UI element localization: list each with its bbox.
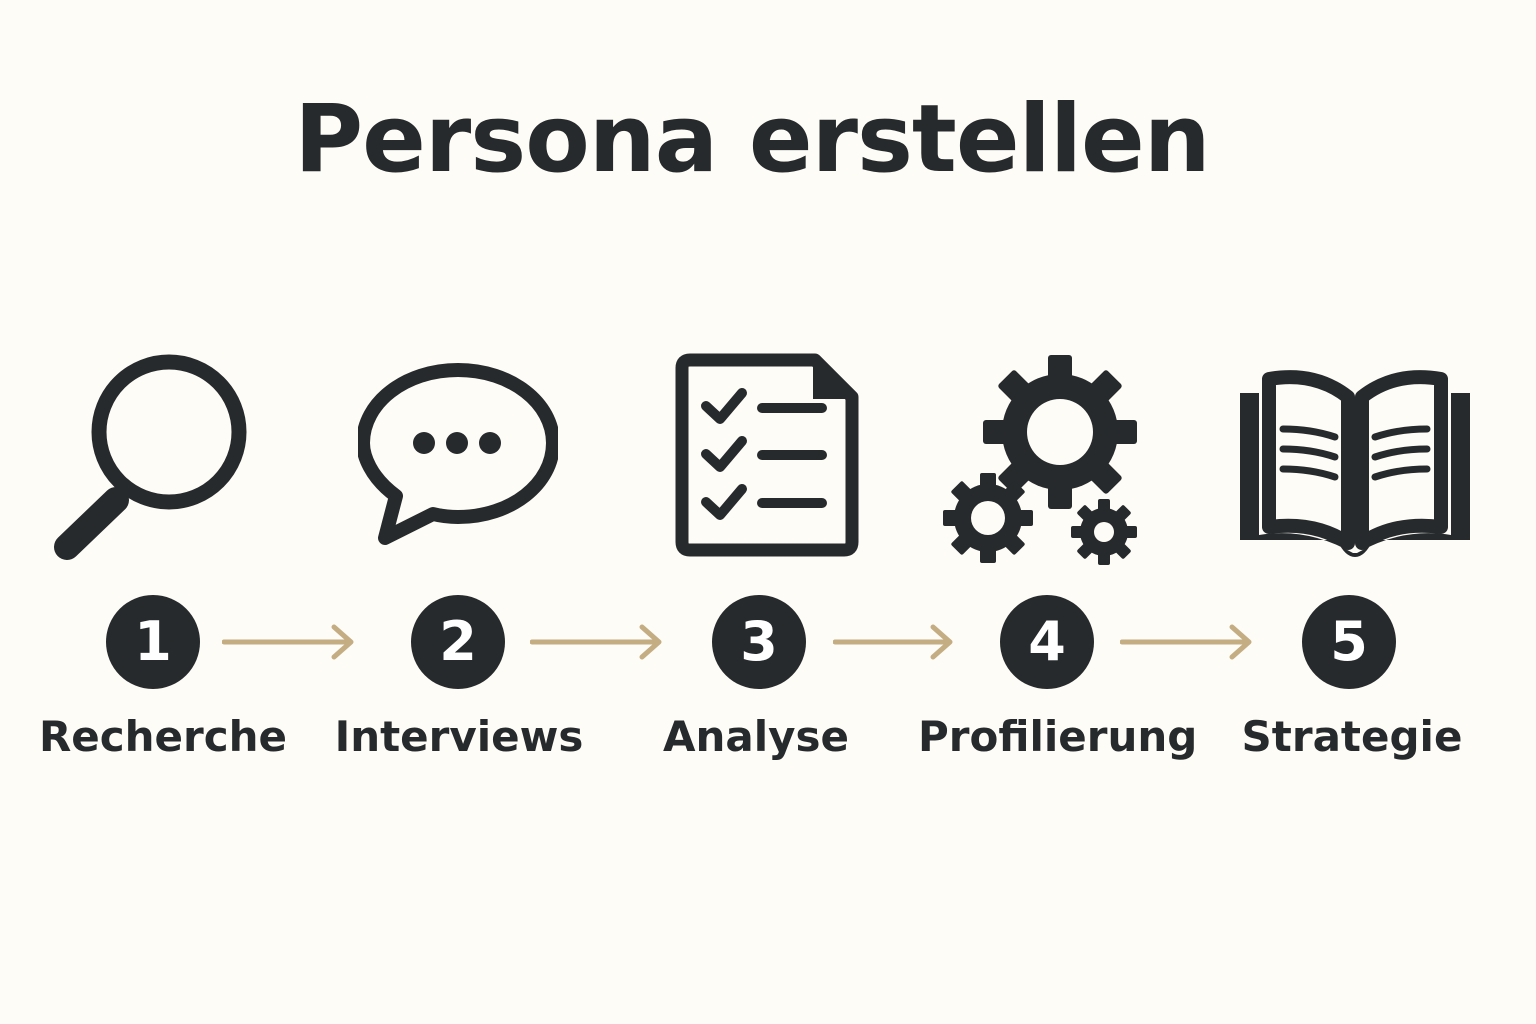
step-label-4: Profilierung — [918, 712, 1198, 761]
step-badge-3: 3 — [712, 595, 806, 689]
arrow-icon — [530, 624, 662, 660]
magnifying-glass-icon — [54, 354, 247, 560]
open-book-icon — [1240, 370, 1470, 557]
page-title: Persona erstellen — [294, 85, 1210, 194]
step-badge-2: 2 — [411, 595, 505, 689]
step-label-5: Strategie — [1241, 712, 1463, 761]
speech-bubble-icon — [358, 363, 558, 545]
gears-icon — [943, 355, 1137, 565]
step-label-1: Recherche — [38, 712, 288, 761]
arrow-icon — [833, 624, 953, 660]
step-badge-5: 5 — [1302, 595, 1396, 689]
arrow-icon — [1120, 624, 1252, 660]
arrow-icon — [222, 624, 354, 660]
checklist-document-icon — [675, 353, 859, 557]
step-badge-1: 1 — [106, 595, 200, 689]
step-label-2: Interviews — [334, 712, 584, 761]
step-badge-4: 4 — [1000, 595, 1094, 689]
step-label-3: Analyse — [662, 712, 849, 761]
